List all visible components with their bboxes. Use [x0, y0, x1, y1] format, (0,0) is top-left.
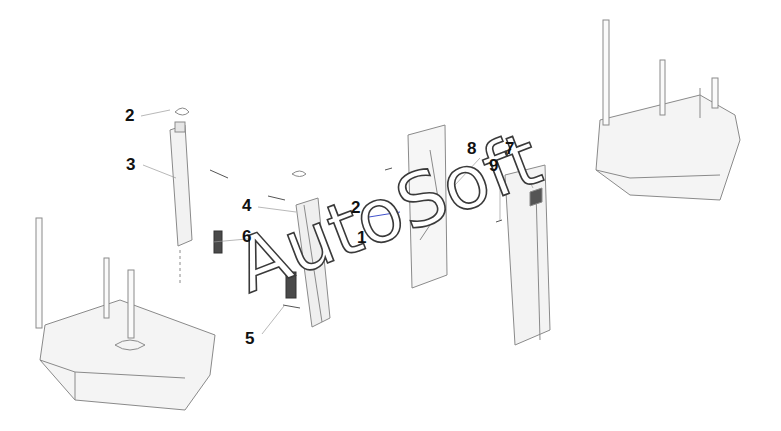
- watermark: AutoSoft: [226, 121, 549, 304]
- callout-number: 5: [245, 330, 254, 347]
- callout-number: 2: [125, 107, 134, 124]
- callout-number: 4: [242, 197, 251, 214]
- callout-number: 6: [242, 228, 251, 245]
- callout-number: 7: [505, 140, 514, 157]
- callout-number: 2: [351, 199, 360, 216]
- callout-number: 3: [126, 156, 135, 173]
- callout-number: 9: [489, 157, 498, 174]
- callout-number: 8: [467, 140, 476, 157]
- callout-number: 1: [357, 229, 366, 246]
